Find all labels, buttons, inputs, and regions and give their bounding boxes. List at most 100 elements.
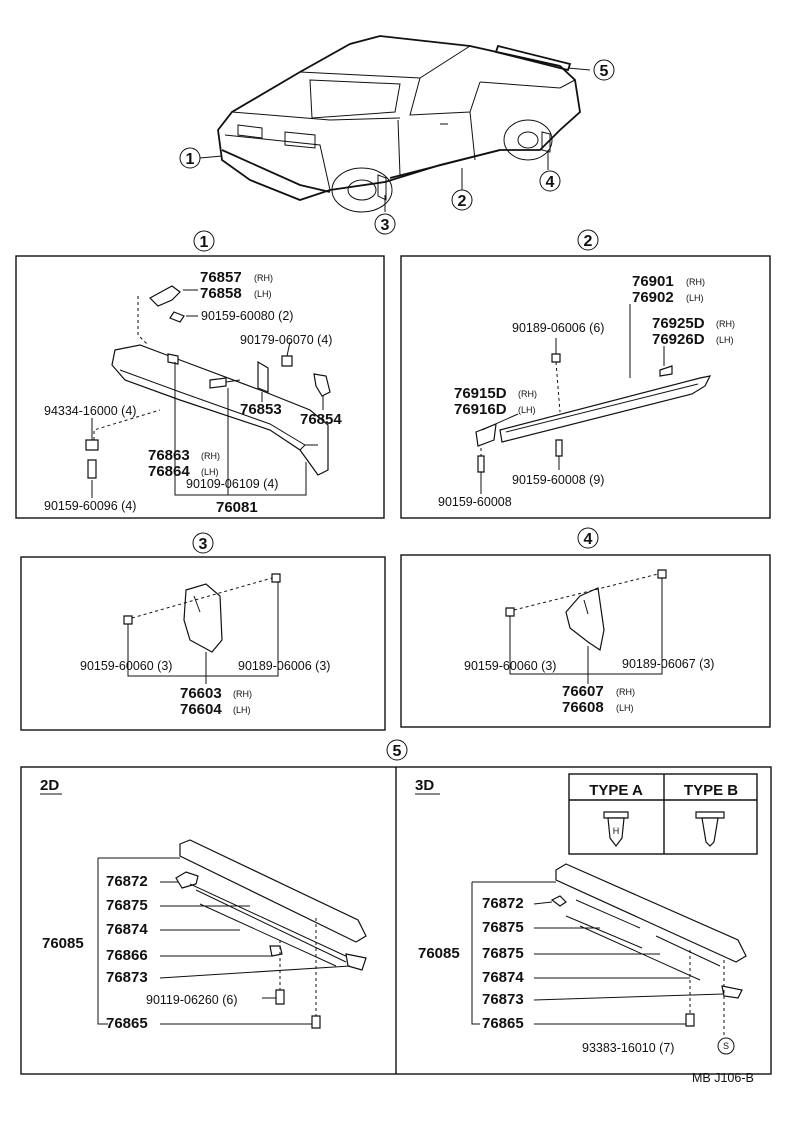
part-2d-76875: 76875 [106, 897, 148, 914]
part-76925D-side: (RH) [716, 319, 735, 329]
part-76864: 76864 [148, 463, 190, 480]
type-a-clip-icon: H [603, 811, 629, 847]
section-2-frame [400, 255, 771, 519]
overview-leader-lines [199, 67, 591, 212]
part-2d-76085: 76085 [42, 935, 84, 952]
part-76857-side: (RH) [254, 273, 273, 283]
part-76857: 76857 [200, 269, 242, 286]
section-3-header: 3 [192, 532, 214, 554]
part-2d-76872: 76872 [106, 873, 148, 890]
spoiler-3d-drawing [550, 863, 747, 1055]
section-3-parts [123, 573, 281, 653]
svg-text:2: 2 [458, 193, 467, 210]
section-4-leaders [509, 578, 663, 684]
part-76926D: 76926D [652, 331, 705, 348]
section-1-leaders [91, 289, 324, 498]
part-90159-60080: 90159-60080 (2) [201, 309, 293, 323]
section-1-frame [15, 255, 385, 519]
part-76926D-side: (LH) [716, 335, 734, 345]
part-90189-06067-3: 90189-06067 (3) [622, 657, 714, 671]
s-mark: S [723, 1041, 729, 1051]
part-90189-06006-6: 90189-06006 (6) [512, 321, 604, 335]
part-2d-76866: 76866 [106, 947, 148, 964]
part-76901: 76901 [632, 273, 674, 290]
part-76604: 76604 [180, 701, 222, 718]
spoiler-2d-leaders [97, 857, 351, 1025]
diagram-code: MB J106-B [692, 1071, 754, 1085]
callout-3-top: 3 [374, 213, 396, 235]
part-90159-60008-9: 90159-60008 (9) [512, 473, 604, 487]
svg-text:3: 3 [381, 217, 390, 234]
part-2d-76874: 76874 [106, 921, 148, 938]
part-76916D-side: (LH) [518, 405, 536, 415]
part-90109-06109: 90109-06109 (4) [186, 477, 278, 491]
section-2-header: 2 [577, 229, 599, 251]
part-76603: 76603 [180, 685, 222, 702]
svg-text:H: H [613, 826, 620, 836]
part-90179-06070: 90179-06070 (4) [240, 333, 332, 347]
section-2-leaders [480, 304, 665, 494]
part-76604-side: (LH) [233, 705, 251, 715]
label-2d: 2D [40, 777, 59, 794]
type-legend-table: TYPE A TYPE B H [568, 773, 758, 855]
part-3d-76872: 76872 [482, 895, 524, 912]
part-3d-93383-16010: 93383-16010 (7) [582, 1041, 674, 1055]
part-76603-side: (RH) [233, 689, 252, 699]
part-90189-06006-3: 90189-06006 (3) [238, 659, 330, 673]
callout-1: 1 [179, 147, 201, 169]
section-4-parts [505, 569, 667, 651]
type-a-label: TYPE A [589, 782, 643, 799]
part-76915D: 76915D [454, 385, 507, 402]
part-90159-60096: 90159-60096 (4) [44, 499, 136, 513]
callout-4-top: 4 [539, 170, 561, 192]
part-90159-60060-3: 90159-60060 (3) [80, 659, 172, 673]
callout-2-top: 2 [451, 189, 473, 211]
part-76854: 76854 [300, 411, 342, 428]
part-76864-side: (LH) [201, 467, 219, 477]
part-90159-60008: 90159-60008 [438, 495, 512, 509]
svg-text:4: 4 [546, 174, 555, 191]
part-76916D: 76916D [454, 401, 507, 418]
svg-text:3: 3 [199, 536, 208, 553]
spoiler-3d-leaders [471, 881, 725, 1025]
svg-text:1: 1 [186, 151, 195, 168]
svg-text:5: 5 [600, 63, 609, 80]
part-3d-76085: 76085 [418, 945, 460, 962]
part-76902-side: (LH) [686, 293, 704, 303]
svg-text:2: 2 [584, 233, 593, 250]
type-b-clip-icon [695, 811, 725, 847]
part-76081: 76081 [216, 499, 258, 516]
label-3d: 3D [415, 777, 434, 794]
section-4-header: 4 [577, 527, 599, 549]
section-1-parts [85, 285, 331, 479]
part-76863: 76863 [148, 447, 190, 464]
part-3d-76865: 76865 [482, 1015, 524, 1032]
part-76915D-side: (RH) [518, 389, 537, 399]
part-76607-side: (RH) [616, 687, 635, 697]
svg-text:1: 1 [200, 234, 209, 251]
part-76902: 76902 [632, 289, 674, 306]
part-76607: 76607 [562, 683, 604, 700]
part-3d-76873: 76873 [482, 991, 524, 1008]
part-76608-side: (LH) [616, 703, 634, 713]
part-76853: 76853 [240, 401, 282, 418]
spoiler-2d-drawing [175, 839, 367, 1029]
part-76925D: 76925D [652, 315, 705, 332]
part-2d-76865: 76865 [106, 1015, 148, 1032]
svg-text:4: 4 [584, 531, 593, 548]
part-3d-76875-b: 76875 [482, 945, 524, 962]
part-76901-side: (RH) [686, 277, 705, 287]
part-2d-90119-06260: 90119-06260 (6) [146, 993, 238, 1007]
section-3-frame [20, 556, 386, 731]
section-5-header: 5 [386, 739, 408, 761]
callout-5-top: 5 [593, 59, 615, 81]
type-b-label: TYPE B [684, 782, 738, 799]
part-76863-side: (RH) [201, 451, 220, 461]
part-3d-76874: 76874 [482, 969, 524, 986]
section-2-parts [475, 353, 712, 473]
part-76608: 76608 [562, 699, 604, 716]
svg-text:5: 5 [393, 743, 402, 760]
part-76858: 76858 [200, 285, 242, 302]
part-90159-60060-3-s4: 90159-60060 (3) [464, 659, 556, 673]
